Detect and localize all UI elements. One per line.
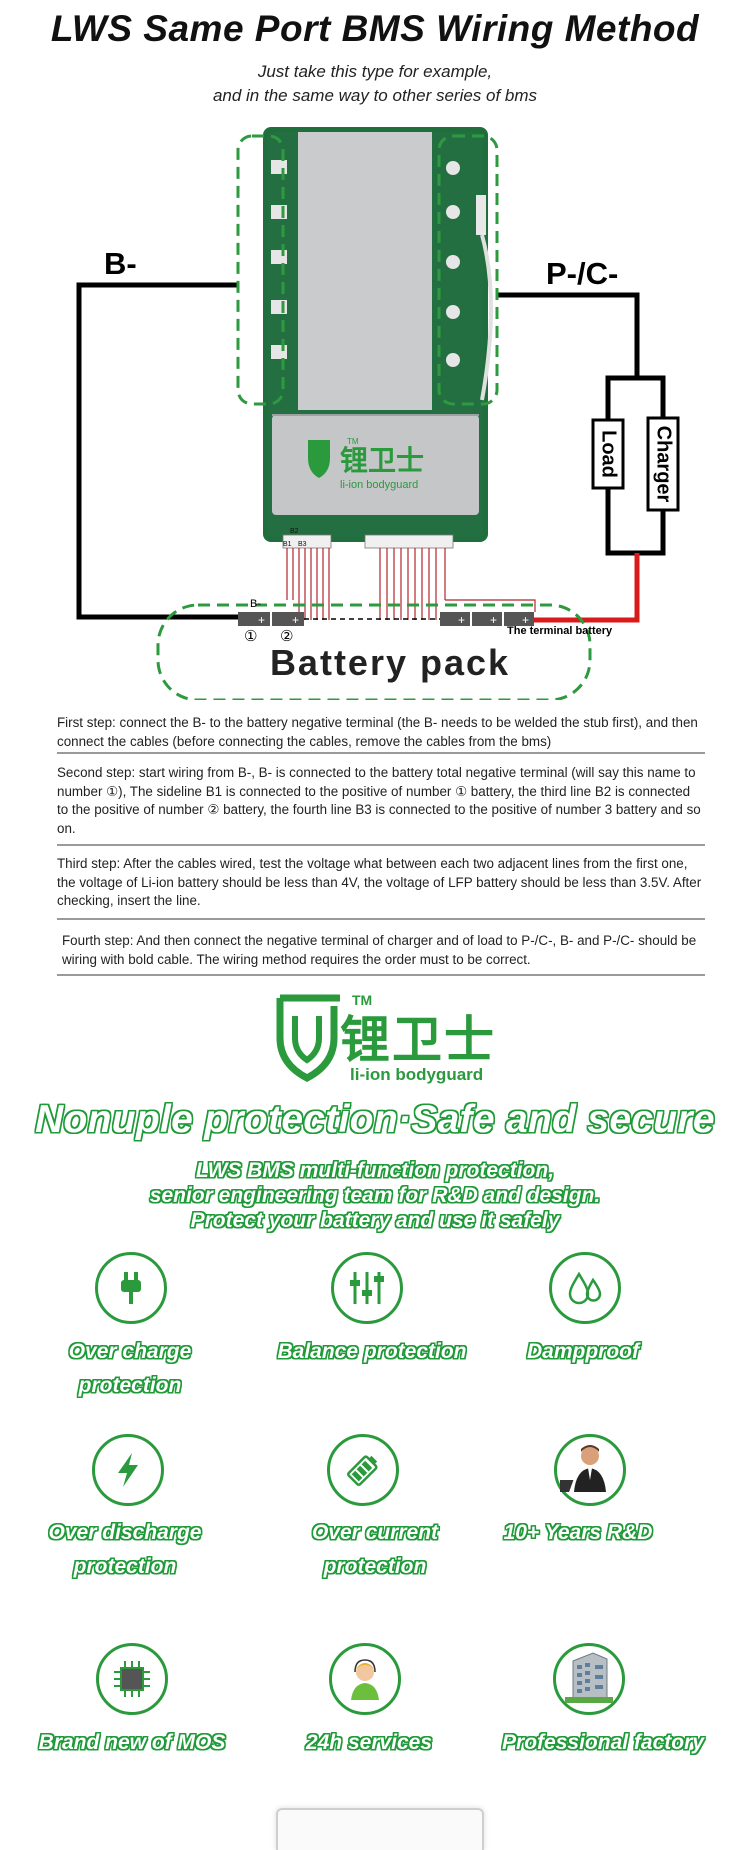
- promo-tagline-1: LWS BMS multi-function protection,: [195, 1159, 555, 1182]
- divider: [57, 844, 705, 846]
- board-logo-cn: 锂卫士: [340, 444, 424, 477]
- red-wire: [527, 553, 640, 623]
- b-minus-label: B-: [104, 246, 137, 281]
- right-pad-outline: [437, 134, 499, 406]
- battery-cells: [238, 612, 534, 626]
- divider: [57, 974, 705, 976]
- cell-b-minus-label: B-: [250, 598, 261, 610]
- battery-pack-label: Battery pack: [270, 642, 510, 683]
- feature-label: Balance protection: [277, 1340, 467, 1363]
- water-drops-icon: [549, 1252, 621, 1324]
- svg-text:+: +: [292, 613, 299, 627]
- support-agent-icon: [329, 1643, 401, 1715]
- promo-tagline-3: Protect your battery and use it safely: [190, 1209, 560, 1232]
- svg-text:B1: B1: [283, 541, 292, 548]
- feature-label: Brand new of MOS: [38, 1731, 226, 1754]
- step-4-text: Fourth step: And then connect the negati…: [62, 933, 697, 967]
- balance-connector-right: [364, 534, 454, 549]
- brand-name-cn: 锂卫士: [340, 1011, 496, 1069]
- svg-text:B2: B2: [290, 528, 299, 535]
- sliders-icon: [331, 1252, 403, 1324]
- feature-label: Professional factory: [502, 1731, 704, 1754]
- terminal-battery-label: The terminal battery: [507, 625, 613, 637]
- promo-tagline-2: senior engineering team for R&D and desi…: [149, 1184, 601, 1207]
- shield-logo-icon: [276, 994, 340, 1082]
- promo-slogan: Nonuple protection·Safe and secure: [35, 1098, 715, 1141]
- p-c-minus-label: P-/C-: [546, 256, 618, 291]
- brand-logo: [275, 990, 505, 1085]
- subtitle-line-1: Just take this type for example,: [257, 62, 493, 81]
- load-box: [591, 418, 625, 490]
- svg-text:B3: B3: [298, 541, 307, 548]
- engineer-icon: [554, 1434, 626, 1506]
- divider: [57, 918, 705, 920]
- battery-pack-outline: [156, 603, 592, 700]
- charger-box: [646, 416, 680, 512]
- svg-text:+: +: [458, 613, 465, 627]
- cell-number-1: ①: [244, 627, 257, 645]
- load-label: Load: [598, 430, 620, 478]
- bms-board: 锂卫士 li-ion bodyguard TM B2 B1 B3: [263, 127, 493, 549]
- step-1-text: First step: connect the B- to the batter…: [57, 715, 698, 749]
- charger-label: Charger: [653, 426, 675, 503]
- factory-building-icon: [553, 1643, 625, 1715]
- page-title: LWS Same Port BMS Wiring Method: [50, 8, 700, 49]
- plug-icon: [95, 1252, 167, 1324]
- step-3-text: Third step: After the cables wired, test…: [57, 856, 702, 908]
- feature-label: 24h services: [305, 1731, 433, 1754]
- board-logo-tm: TM: [347, 437, 359, 446]
- balance-wires: [286, 548, 536, 620]
- brand-name-en: li-ion bodyguard: [350, 1065, 484, 1084]
- b-minus-wire: [76, 282, 238, 620]
- divider: [57, 752, 705, 754]
- cell-number-2: ②: [280, 627, 293, 645]
- feature-label: 10+ Years R&D: [503, 1521, 653, 1544]
- subtitle-line-2: and in the same way to other series of b…: [212, 86, 538, 105]
- svg-text:+: +: [490, 613, 497, 627]
- lightning-icon: [92, 1434, 164, 1506]
- chip-icon: [96, 1643, 168, 1715]
- feature-label: Dampproof: [527, 1340, 639, 1363]
- balance-connector-left: [282, 534, 332, 549]
- step-2-text: Second step: start wiring from B-, B- is…: [57, 765, 701, 836]
- product-image-partial: [276, 1808, 484, 1850]
- svg-text:+: +: [258, 613, 265, 627]
- svg-text:+: +: [522, 613, 529, 627]
- brand-tm: TM: [352, 992, 373, 1008]
- board-logo-en: li-ion bodyguard: [340, 479, 418, 491]
- battery-icon: [327, 1434, 399, 1506]
- left-pad-outline: [236, 134, 285, 406]
- p-c-minus-wire: [497, 292, 640, 378]
- wiring-diagram: B- P-/C- Load Charger 锂卫士 li-ion bodygu: [76, 127, 680, 700]
